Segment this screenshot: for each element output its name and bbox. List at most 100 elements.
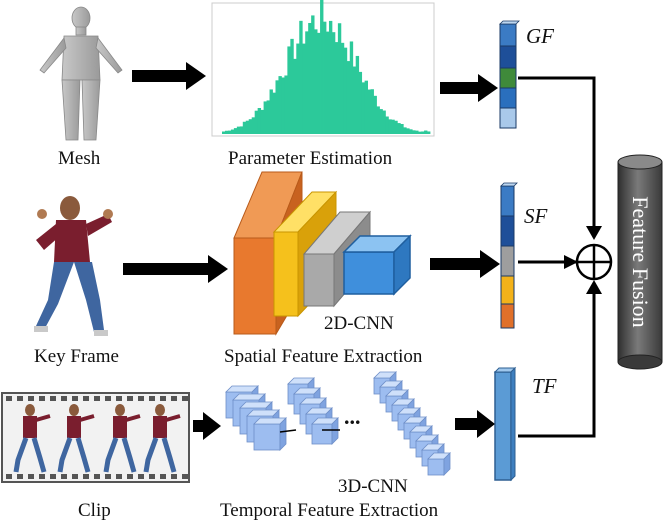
histogram-bar	[421, 131, 425, 134]
key-frame-label: Key Frame	[34, 346, 119, 367]
histogram-bar	[343, 47, 348, 134]
histogram-bar	[287, 46, 291, 134]
histogram-bar	[323, 21, 327, 134]
cnn3d-label: 3D-CNN	[338, 476, 408, 497]
fusion-operator	[575, 243, 613, 281]
histogram-bar	[305, 31, 309, 135]
histogram-bar	[346, 61, 351, 135]
histogram-bar	[257, 108, 262, 134]
histogram-bar	[382, 110, 386, 134]
histogram-bar	[311, 15, 315, 135]
histogram-bar	[281, 77, 285, 134]
histogram-bar	[248, 119, 253, 134]
tf-label: TF	[532, 374, 557, 398]
clip-label: Clip	[78, 500, 111, 521]
histogram-bar	[397, 123, 401, 134]
histogram-bar	[424, 130, 428, 134]
histogram-bar	[278, 76, 282, 134]
histogram-bar	[254, 110, 259, 134]
key-frame-figure	[34, 196, 113, 336]
gf-vector	[499, 20, 520, 129]
histogram-bar	[376, 106, 380, 134]
histogram-panel	[211, 0, 435, 137]
sf-label: SF	[524, 204, 548, 228]
histogram-bar	[367, 89, 371, 134]
histogram-bar	[361, 82, 366, 134]
clip-frame-figure	[57, 404, 95, 473]
sf-vector	[500, 182, 518, 329]
histogram-bar	[263, 101, 267, 134]
histogram-bar	[239, 126, 244, 134]
temporal-feature-extraction-label: Temporal Feature Extraction	[220, 500, 439, 521]
histogram-bar	[331, 32, 336, 134]
ellipsis-label: ...	[344, 404, 361, 429]
histogram-bar	[320, 0, 324, 134]
clip-frame-figure	[103, 404, 141, 473]
histogram-bar	[236, 126, 241, 134]
histogram-bar	[391, 119, 395, 134]
histogram-bar	[355, 55, 360, 134]
flow-arrows	[123, 62, 500, 440]
histogram-bar	[364, 80, 368, 134]
histogram-bar	[227, 130, 232, 134]
histogram-bar	[349, 41, 354, 135]
histogram-bar	[242, 121, 247, 134]
histogram-bar	[284, 75, 288, 134]
histogram-bar	[326, 31, 330, 134]
gf-label: GF	[526, 24, 554, 48]
histogram-bar	[269, 89, 273, 134]
feature-fusion-cylinder	[617, 154, 663, 370]
clip-frame-figure	[13, 404, 51, 473]
histogram-bar	[251, 117, 256, 134]
clip-frame-figure	[143, 404, 181, 473]
cnn3d-blocks	[225, 371, 451, 476]
mesh-label: Mesh	[58, 148, 101, 169]
histogram-bar	[266, 100, 270, 134]
histogram-bar	[388, 119, 392, 134]
cnn3d-cube	[253, 417, 287, 451]
feature-fusion-label: Feature Fusion	[628, 196, 653, 328]
histogram-bar	[272, 92, 276, 134]
histogram-bar	[314, 29, 318, 135]
cnn2d-label: 2D-CNN	[324, 313, 394, 334]
histogram-bar	[230, 129, 235, 134]
histogram-bar	[427, 131, 431, 134]
spatial-feature-extraction-label: Spatial Feature Extraction	[224, 346, 423, 367]
histogram-bar	[275, 80, 279, 134]
histogram-bar	[302, 43, 306, 134]
mesh-figure	[39, 6, 123, 141]
histogram-bar	[379, 109, 383, 134]
histogram-bar	[352, 66, 357, 134]
histogram-bar	[224, 130, 229, 134]
cnn2d-blocks	[233, 171, 412, 336]
histogram-bars	[222, 0, 431, 135]
histogram-bar	[260, 109, 264, 134]
histogram-bar	[222, 131, 226, 134]
histogram-bar	[245, 120, 250, 134]
histogram-bar	[293, 58, 297, 134]
histogram-bar	[328, 20, 333, 134]
histogram-bar	[406, 128, 410, 134]
histogram-bar	[403, 127, 407, 134]
histogram-bar	[400, 123, 404, 134]
histogram-bar	[308, 22, 312, 134]
histogram-bar	[290, 38, 294, 135]
cnn3d-cube	[311, 417, 339, 445]
histogram-bar	[296, 43, 300, 134]
histogram-bar	[317, 32, 321, 134]
histogram-bar	[358, 71, 363, 134]
histogram-bar	[233, 128, 238, 134]
histogram-bar	[340, 42, 345, 134]
histogram-bar	[370, 89, 374, 134]
histogram-bar	[337, 23, 342, 134]
histogram-bar	[334, 42, 339, 134]
histogram-bar	[394, 120, 398, 134]
histogram-bar	[409, 129, 413, 134]
histogram-bar	[299, 20, 303, 135]
histogram-bar	[415, 130, 419, 134]
histogram-bar	[412, 130, 416, 134]
cnn3d-cube	[427, 452, 451, 476]
tf-vector	[493, 366, 517, 482]
parameter-estimation-label: Parameter Estimation	[228, 148, 393, 169]
